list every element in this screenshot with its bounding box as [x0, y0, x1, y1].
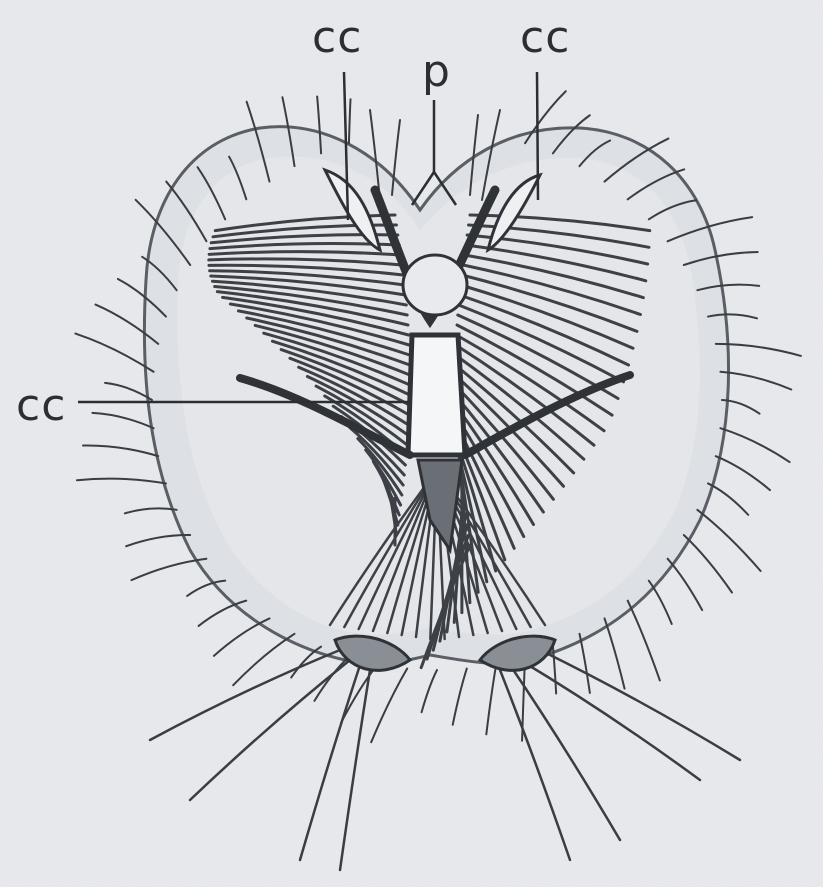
leader-cc-top-right: [537, 72, 538, 200]
label-p: p: [422, 50, 451, 94]
head-capsule: [403, 255, 467, 315]
label-cc-top-left: cc: [312, 16, 362, 60]
label-cc-top-right: cc: [520, 16, 570, 60]
label-cc-left: cc: [16, 384, 66, 428]
central-channel: [408, 335, 465, 455]
